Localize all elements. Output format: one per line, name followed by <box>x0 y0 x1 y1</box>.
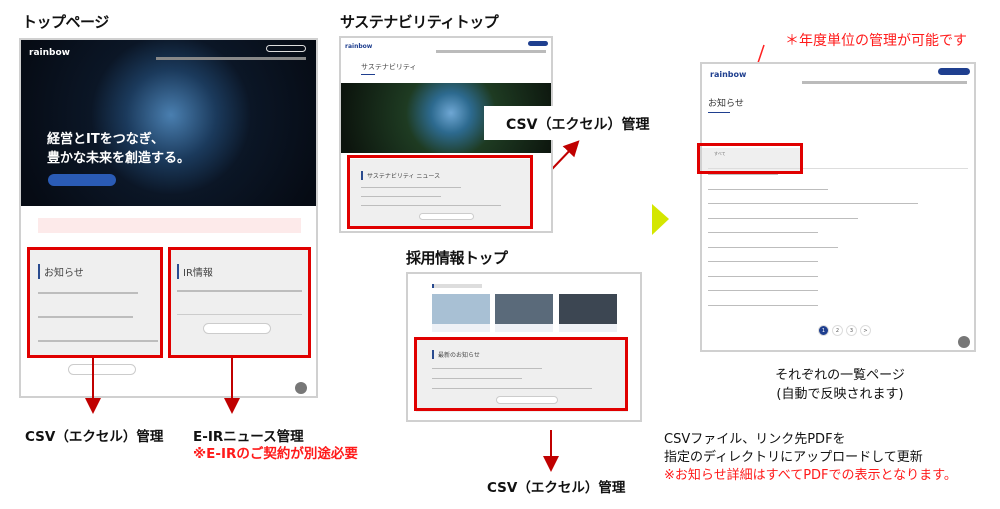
contact-button[interactable] <box>266 45 306 52</box>
news-list-button[interactable] <box>419 213 474 220</box>
recruit-csv-label: CSV（エクセル）管理 <box>487 480 626 496</box>
sustainability-csv-label: CSV（エクセル）管理 <box>506 117 650 133</box>
ir-section: IR情報 <box>171 250 311 355</box>
ir-heading: IR情報 <box>177 264 213 279</box>
logo: rainbow <box>710 70 747 79</box>
news-csv-label: CSV（エクセル）管理 <box>25 429 164 445</box>
list-item[interactable] <box>708 304 818 306</box>
contact-button[interactable] <box>938 68 970 75</box>
hero-line: 豊かな未来を創造する。 <box>47 151 191 166</box>
flow-triangle-icon <box>652 204 669 235</box>
recruit-highlight <box>414 337 628 411</box>
news-highlight <box>27 247 163 358</box>
callout-box: CSV（エクセル）管理 <box>484 106 652 140</box>
hero-line: 経営とITをつなぎ、 <box>47 132 165 147</box>
sustainability-highlight <box>347 155 533 229</box>
photo <box>432 294 490 324</box>
footer-note: CSVファイル、リンク先PDFを 指定のディレクトリにアップロードして更新 ※お… <box>664 431 957 485</box>
caption-line: (自動で反映されます) <box>776 387 904 402</box>
sustainability-news-section: サステナビリティ ニュース <box>349 159 532 228</box>
news-section: お知らせ <box>30 250 162 355</box>
ir-highlight <box>168 247 311 358</box>
eir-label: E-IRニュース管理 <box>193 429 304 445</box>
note-line: CSVファイル、リンク先PDFを <box>664 432 846 447</box>
hero-copy: 経営とITをつなぎ、 豊かな未来を創造する。 <box>47 130 190 168</box>
top-page-screenshot: rainbow 経営とITをつなぎ、 豊かな未来を創造する。 お知らせ IR情報 <box>19 38 318 398</box>
news-heading: 最新のお知らせ <box>432 350 480 359</box>
list-item[interactable] <box>708 275 818 277</box>
photo <box>495 294 553 324</box>
news-list-button[interactable] <box>68 364 136 375</box>
eir-note: ※E-IRのご契約が別途必要 <box>193 446 358 462</box>
page-heading: サステナビリティ <box>361 63 417 71</box>
recruit-news-section: 最新のお知らせ <box>416 340 628 412</box>
list-item[interactable] <box>708 203 918 204</box>
logo: rainbow <box>29 48 70 58</box>
page-button[interactable]: 3 <box>846 325 857 336</box>
list-item[interactable] <box>708 188 828 190</box>
recruit-screenshot: 最新のお知らせ <box>406 272 642 422</box>
page-heading: お知らせ <box>708 99 744 109</box>
news-heading: お知らせ <box>38 264 84 279</box>
note-line-red: ※お知らせ詳細はすべてPDFでの表示となります。 <box>664 468 957 483</box>
list-item[interactable] <box>708 232 818 233</box>
list-item[interactable] <box>708 174 778 175</box>
fiscal-year-note: ＊年度単位の管理が可能です <box>785 33 967 49</box>
caption-line: それぞれの一覧ページ <box>775 368 905 383</box>
sustainability-title: サステナビリティトップ <box>340 13 499 31</box>
page-top-icon[interactable] <box>295 382 307 394</box>
news-list-button[interactable] <box>496 396 558 404</box>
page-top-icon[interactable] <box>958 336 970 348</box>
photo <box>559 294 617 324</box>
alert-banner <box>38 218 301 233</box>
ir-list-button[interactable] <box>203 323 271 334</box>
list-item[interactable] <box>708 290 818 291</box>
list-item[interactable] <box>708 261 818 262</box>
top-page-title: トップページ <box>22 13 109 31</box>
list-item[interactable] <box>708 246 838 248</box>
list-page-caption: それぞれの一覧ページ (自動で反映されます) <box>740 366 940 404</box>
logo: rainbow <box>345 43 373 50</box>
hero-image: rainbow 経営とITをつなぎ、 豊かな未来を創造する。 <box>21 40 316 206</box>
page-button[interactable]: 2 <box>832 325 843 336</box>
note-line: 指定のディレクトリにアップロードして更新 <box>664 450 923 465</box>
filter-value: すべて <box>714 151 726 156</box>
recruit-title: 採用情報トップ <box>406 249 508 267</box>
page-button[interactable]: 1 <box>818 325 829 336</box>
page-button[interactable]: > <box>860 325 871 336</box>
hero-button[interactable] <box>48 174 116 186</box>
list-item[interactable] <box>708 217 858 219</box>
contact-button[interactable] <box>528 41 548 46</box>
news-heading: サステナビリティ ニュース <box>361 171 440 180</box>
filter-highlight <box>697 143 803 174</box>
